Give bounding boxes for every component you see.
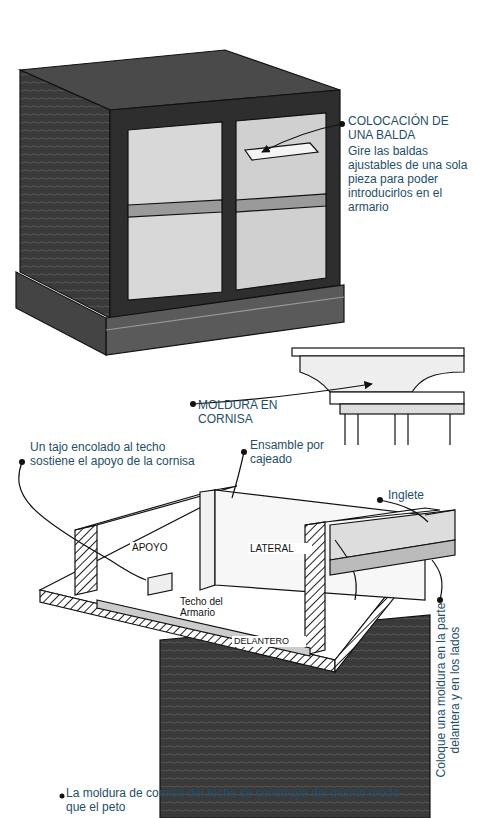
callout-heading: COLOCACIÓN DE UNA BALDA xyxy=(348,114,476,142)
callout-heading: MOLDURA EN CORNISA xyxy=(198,398,288,426)
cabinet xyxy=(16,50,344,355)
part-name: APOYO xyxy=(130,542,194,553)
part-name: DELANTERO xyxy=(232,636,306,647)
callout-note: Un tajo encolado al techo sostiene el ap… xyxy=(30,440,210,468)
part-name: LATERAL xyxy=(248,543,312,554)
callout-note: Coloque una moldura en la parte delanter… xyxy=(434,602,462,778)
cornice-cutaway xyxy=(40,486,455,818)
cornice-profile xyxy=(292,348,464,445)
part-name: Techo del Armario xyxy=(178,596,244,618)
caption-note: La moldura de cornisa del techo se const… xyxy=(66,786,406,814)
callout-note: Ensamble por cajeado xyxy=(250,438,350,466)
callout-note: Inglete xyxy=(388,488,458,502)
callout-note: Gire las baldas ajustables de una sola p… xyxy=(348,144,476,214)
